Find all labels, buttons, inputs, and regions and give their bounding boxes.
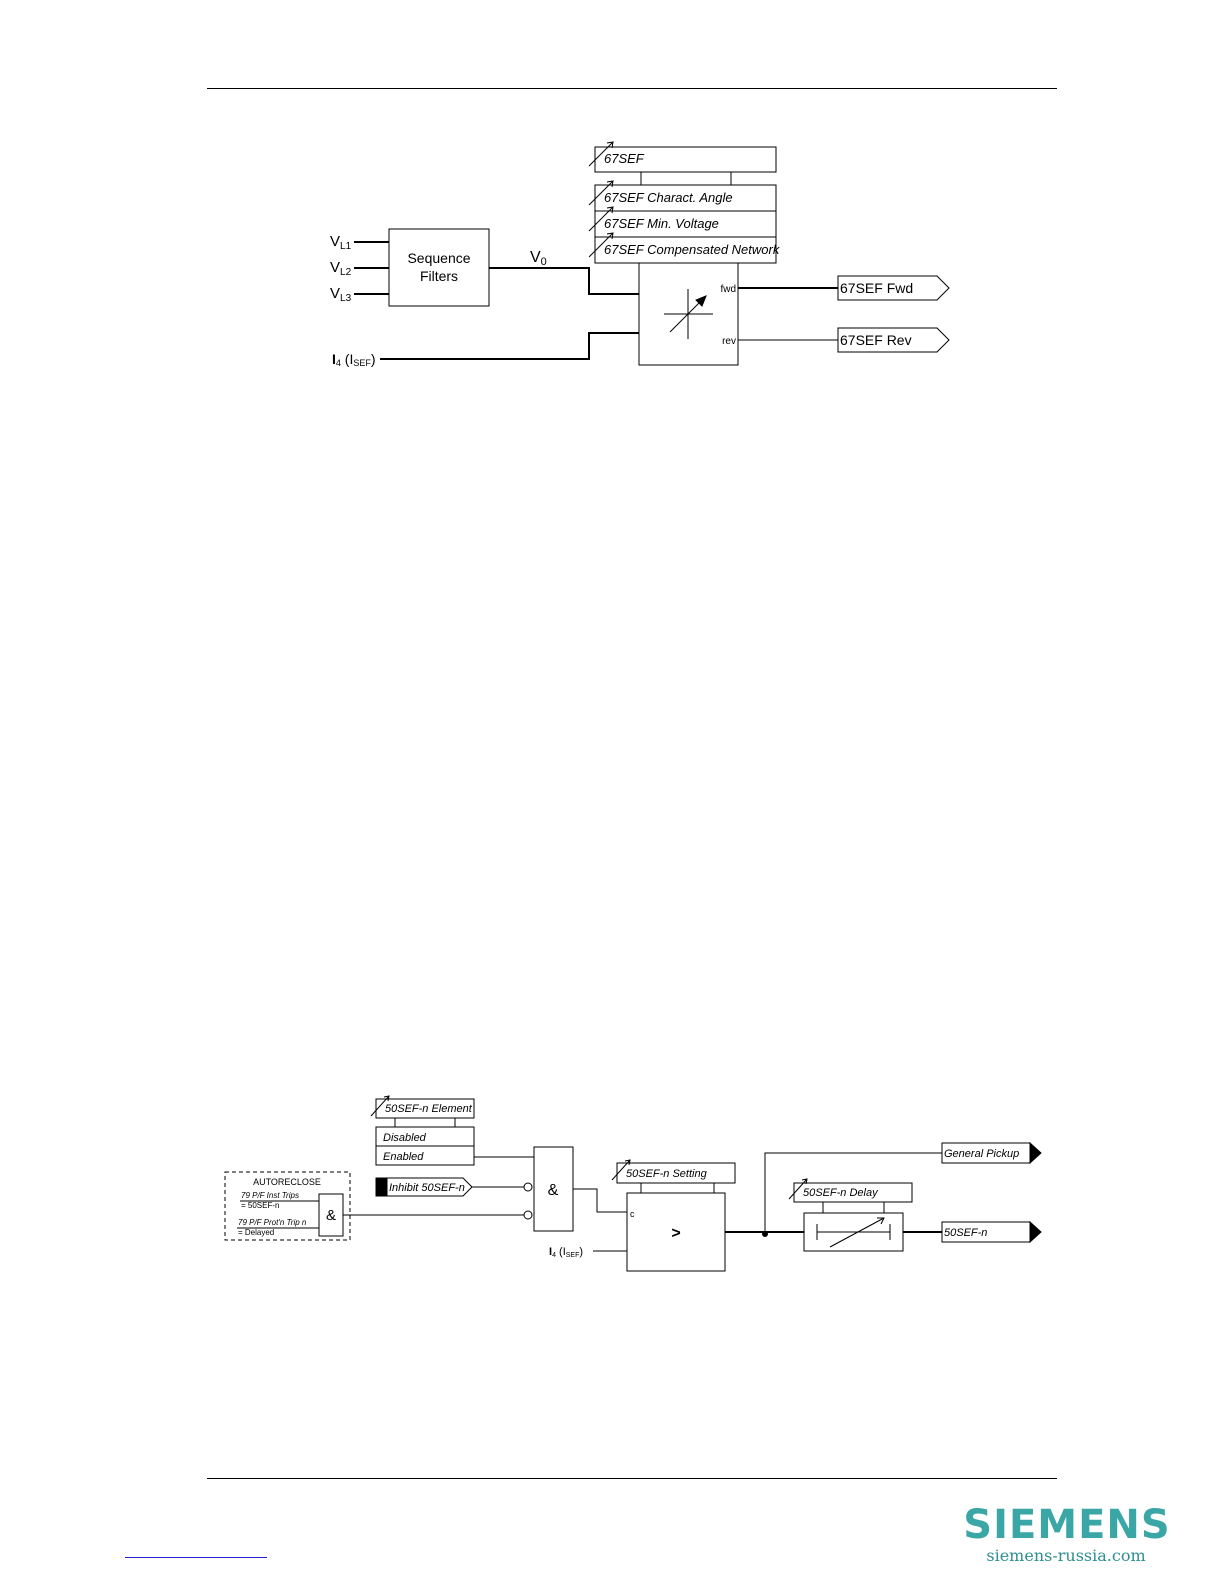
output-fwd-label: 67SEF Fwd (840, 280, 913, 296)
logo-site: siemens-russia.com (986, 1546, 1145, 1565)
variable-setting-arrow-icon (588, 206, 614, 232)
input-vl1: VL1 (330, 233, 352, 252)
and-gate-label: & (548, 1182, 559, 1199)
inhibit-label: Inhibit 50SEF-n (389, 1182, 465, 1194)
port-fwd: fwd (720, 284, 736, 295)
variable-setting-arrow-icon (370, 1095, 390, 1117)
output-67sef-fwd: 67SEF Fwd (837, 275, 950, 301)
ar-line-1: 79 P/F Inst Trips (241, 1191, 299, 1200)
output-50sef-n: 50SEF-n (941, 1220, 1042, 1244)
delay-setting-label: 50SEF-n Delay (803, 1187, 879, 1199)
and-gate: & (533, 1146, 574, 1232)
footer-link-underline (125, 1557, 267, 1558)
current-input-label: I4 (ISEF) (332, 351, 376, 368)
ar-line-2: = 50SEF-n (241, 1201, 279, 1210)
comparator-block: c > (626, 1192, 726, 1272)
setting-50sef-element: 50SEF-n Element (370, 1095, 475, 1119)
setting-67sef-label: 67SEF (604, 151, 645, 166)
variable-setting-arrow-icon (588, 180, 614, 206)
autoreclose-title: AUTORECLOSE (253, 1177, 321, 1187)
option-enabled: Enabled (383, 1151, 424, 1163)
setting-min-voltage: 67SEF Min. Voltage (604, 216, 719, 231)
variable-setting-arrow-icon (588, 232, 614, 258)
siemens-logo: SIEMENS siemens-russia.com (963, 1502, 1170, 1565)
setting-char-angle: 67SEF Charact. Angle (604, 190, 733, 205)
element-setting-label: 50SEF-n Element (385, 1103, 473, 1115)
footer-rule (207, 1478, 1057, 1479)
setting-compensated-network: 67SEF Compensated Network (604, 242, 781, 257)
comparator-control: c (630, 1209, 635, 1219)
variable-setting-arrow-icon (788, 1178, 808, 1200)
setting-50sef: 50SEF-n Setting (611, 1159, 736, 1184)
output-rev-label: 67SEF Rev (840, 332, 912, 348)
setting-67sef: 67SEF (588, 141, 777, 173)
sequence-filters-block: Sequence Filters (388, 228, 490, 307)
element-options: Disabled Enabled (375, 1126, 475, 1166)
settings-stack: 67SEF Charact. Angle 67SEF Min. Voltage … (588, 180, 781, 264)
setting-label: 50SEF-n Setting (626, 1168, 708, 1180)
variable-setting-arrow-icon (588, 141, 614, 167)
port-rev: rev (722, 336, 736, 347)
logo-wordmark: SIEMENS (963, 1502, 1170, 1548)
comparator-symbol: > (671, 1225, 680, 1242)
header-rule (207, 88, 1057, 89)
delay-timer (803, 1212, 904, 1252)
input-vl2: VL2 (330, 259, 352, 278)
ar-line-3: 79 P/F Prot'n Trip n (238, 1218, 307, 1227)
variable-setting-arrow-icon (611, 1159, 631, 1181)
filter-label-2: Filters (420, 268, 458, 284)
v0-label: V0 (530, 249, 547, 268)
ar-and-gate: & (326, 1207, 336, 1224)
junction-dot (762, 1231, 768, 1237)
inverter-bubble (523, 1210, 533, 1220)
setting-delay: 50SEF-n Delay (788, 1178, 913, 1203)
ar-line-4: = Delayed (238, 1228, 274, 1237)
sef-diagram: 50SEF-n Element Disabled Enabled Inhibit… (224, 1095, 1042, 1272)
current-input-label-2: I4 (ISEF) (549, 1246, 583, 1259)
input-vl3: VL3 (330, 285, 352, 304)
option-disabled: Disabled (383, 1132, 427, 1144)
autoreclose-block: AUTORECLOSE 79 P/F Inst Trips = 50SEF-n … (224, 1171, 351, 1241)
inhibit-input: Inhibit 50SEF-n (375, 1177, 473, 1197)
inverter-bubble (523, 1182, 533, 1192)
variable-delay-arrow-icon (829, 1217, 885, 1248)
directional-diagram: 67SEF 67SEF Charact. Angle 67SEF Min. Vo… (330, 141, 950, 368)
output-trip-label: 50SEF-n (944, 1227, 987, 1239)
output-pickup-label: General Pickup (944, 1148, 1019, 1160)
output-general-pickup: General Pickup (941, 1141, 1042, 1165)
output-67sef-rev: 67SEF Rev (837, 327, 950, 353)
directional-element: fwd rev (638, 262, 739, 366)
filter-label-1: Sequence (407, 250, 470, 266)
